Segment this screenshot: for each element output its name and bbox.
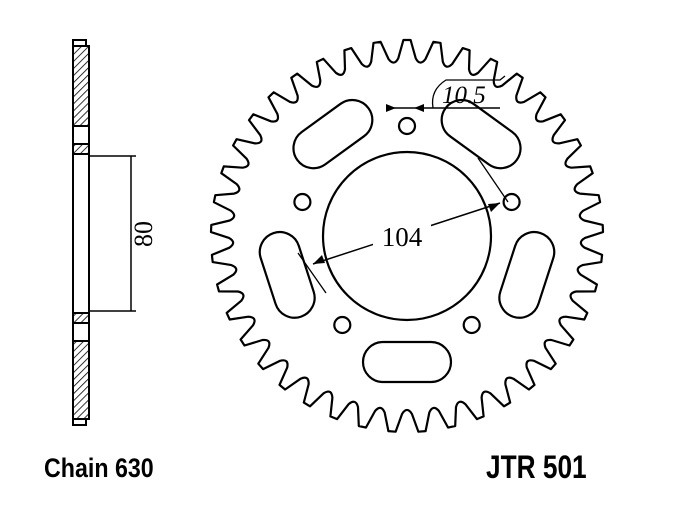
mounting-hole	[462, 315, 481, 335]
side-view	[72, 39, 90, 426]
mounting-hole	[397, 116, 417, 136]
lightening-slot	[361, 340, 453, 384]
dimension-10-5-label: 10.5	[442, 82, 486, 109]
lightening-slot	[292, 98, 374, 170]
side-hub	[72, 153, 90, 314]
dimension-80: 80	[89, 155, 158, 312]
dimension-80-label: 80	[129, 221, 158, 247]
lightening-slot	[498, 230, 556, 319]
mounting-hole	[502, 192, 521, 212]
dimension-10-5: 10.5	[386, 75, 506, 112]
part-number-caption: JTR 501	[486, 449, 587, 485]
dimension-104: 104	[297, 157, 509, 294]
mounting-hole	[293, 192, 312, 212]
side-hatch-top	[72, 45, 90, 127]
lightening-slot	[258, 230, 316, 319]
lightening-slots	[258, 98, 556, 384]
side-hatch-bottom	[72, 340, 90, 420]
dimension-104-label: 104	[382, 222, 423, 252]
mounting-holes	[293, 116, 521, 335]
chain-size-caption: Chain 630	[44, 453, 154, 483]
mounting-hole	[333, 315, 352, 335]
